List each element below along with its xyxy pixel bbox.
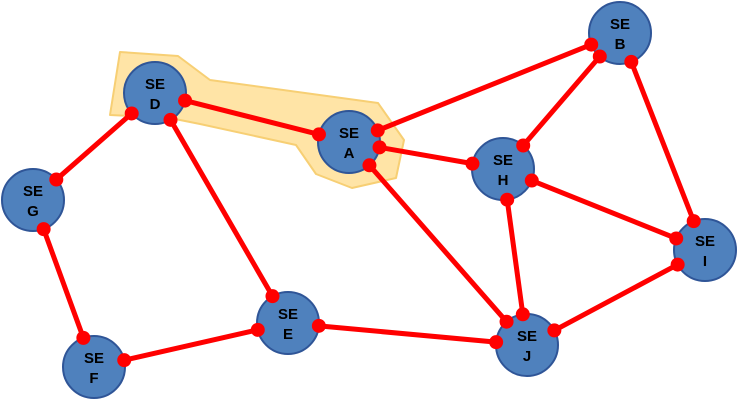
link-h-j xyxy=(504,197,526,317)
link-h-j-port-h xyxy=(500,192,515,207)
link-e-j-port-j xyxy=(489,335,504,350)
link-i-j-port-i xyxy=(670,257,685,272)
node-label-line2: D xyxy=(150,96,161,113)
link-a-j-port-a xyxy=(362,158,377,173)
node-se-e: SE E xyxy=(256,291,320,355)
link-d-g-port-d xyxy=(124,106,139,121)
link-d-e-port-e xyxy=(265,289,280,304)
node-circle xyxy=(673,218,737,282)
link-e-j-port-e xyxy=(311,318,326,333)
link-b-i xyxy=(628,59,697,224)
node-se-b: SE B xyxy=(588,1,652,65)
node-se-f: SE F xyxy=(62,335,126,399)
link-b-i-port-i xyxy=(686,214,701,229)
link-h-j-port-j xyxy=(515,307,530,322)
link-b-h-port-h xyxy=(516,138,531,153)
node-label-line2: H xyxy=(498,172,509,189)
link-b-h xyxy=(520,54,603,148)
node-label-line1: SE xyxy=(278,306,298,323)
link-g-f xyxy=(41,226,86,341)
ports-layer xyxy=(36,37,701,368)
link-a-j xyxy=(366,162,510,325)
node-label-line2: G xyxy=(27,203,39,220)
link-d-e-port-d xyxy=(163,112,178,127)
link-a-b-port-a xyxy=(370,123,385,138)
link-h-i-port-i xyxy=(669,231,684,246)
node-se-i: SE I xyxy=(673,218,737,282)
link-d-g xyxy=(53,110,135,183)
link-a-h-port-a xyxy=(372,140,387,155)
link-a-h-port-h xyxy=(465,156,480,171)
link-f-e-port-e xyxy=(250,322,265,337)
node-label-line1: SE xyxy=(84,350,104,367)
node-circle xyxy=(1,168,65,232)
link-i-j xyxy=(551,262,681,333)
node-se-g: SE G xyxy=(1,168,65,232)
link-i-j-port-j xyxy=(547,323,562,338)
node-se-j: SE J xyxy=(495,313,559,377)
node-circle xyxy=(123,61,187,125)
node-label-line1: SE xyxy=(339,125,359,142)
node-label-line1: SE xyxy=(145,76,165,93)
node-label-line1: SE xyxy=(517,328,537,345)
link-b-i-port-b xyxy=(624,54,639,69)
node-label-line1: SE xyxy=(695,233,715,250)
link-a-j-port-j xyxy=(499,314,514,329)
link-a-b-port-b xyxy=(584,37,599,52)
node-label-line2: J xyxy=(523,348,531,365)
node-label-line2: I xyxy=(703,253,707,270)
node-label-line2: F xyxy=(89,370,98,387)
node-circle xyxy=(62,335,126,399)
link-h-i-port-h xyxy=(524,173,539,188)
node-label-line1: SE xyxy=(23,183,43,200)
node-label-line1: SE xyxy=(493,152,513,169)
node-se-d: SE D xyxy=(123,61,187,125)
link-g-f-port-f xyxy=(76,330,91,345)
link-d-g-port-g xyxy=(49,172,64,187)
link-h-i xyxy=(529,178,679,241)
node-label-line2: A xyxy=(344,145,355,162)
link-b-h-port-b xyxy=(592,49,607,64)
link-d-a-port-a xyxy=(311,127,326,142)
node-label-line2: B xyxy=(615,36,626,53)
node-circle xyxy=(256,291,320,355)
link-f-e xyxy=(121,327,261,363)
link-a-h xyxy=(377,144,475,167)
links-layer xyxy=(41,42,697,363)
node-label-line1: SE xyxy=(610,16,630,33)
link-d-a xyxy=(182,98,322,137)
node-circle xyxy=(588,1,652,65)
link-a-b xyxy=(375,42,594,133)
link-f-e-port-f xyxy=(117,353,132,368)
link-e-j xyxy=(316,323,499,345)
link-g-f-port-g xyxy=(36,222,51,237)
link-d-e xyxy=(168,117,275,299)
link-d-a-port-d xyxy=(178,93,193,108)
node-label-line2: E xyxy=(283,326,293,343)
